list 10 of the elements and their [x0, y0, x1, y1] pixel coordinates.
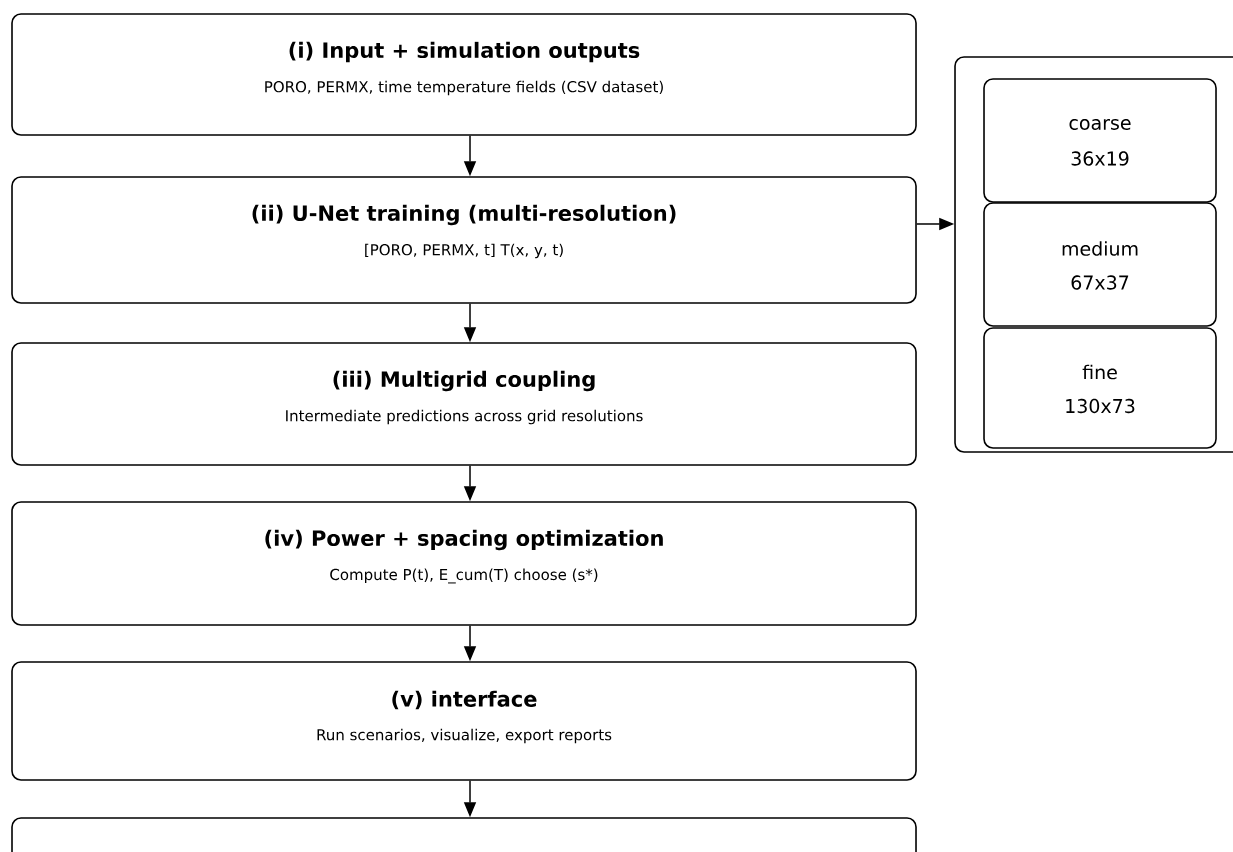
- process-box: (iv) Power + spacing optimization Compute P(t), E_cum(T) choose (s*): [11, 501, 917, 626]
- process-box: (ii) U-Net training (multi-resolution) [PORO, PERMX, t] T(x, y, t): [11, 176, 917, 304]
- process-box: [11, 817, 917, 852]
- process-box: (iii) Multigrid coupling Intermediate predictions across grid resolutions: [11, 342, 917, 466]
- resolution-box: fine 130x73: [983, 327, 1217, 449]
- resolution-box: coarse 36x19: [983, 78, 1217, 203]
- process-box: (v) interface Run scenarios, visualize, export reports: [11, 661, 917, 781]
- process-box: (i) Input + simulation outputs PORO, PERMX, time temperature fields (CSV dataset): [11, 13, 917, 136]
- resolution-box: medium 67x37: [983, 202, 1217, 327]
- group-panel: [954, 56, 1233, 453]
